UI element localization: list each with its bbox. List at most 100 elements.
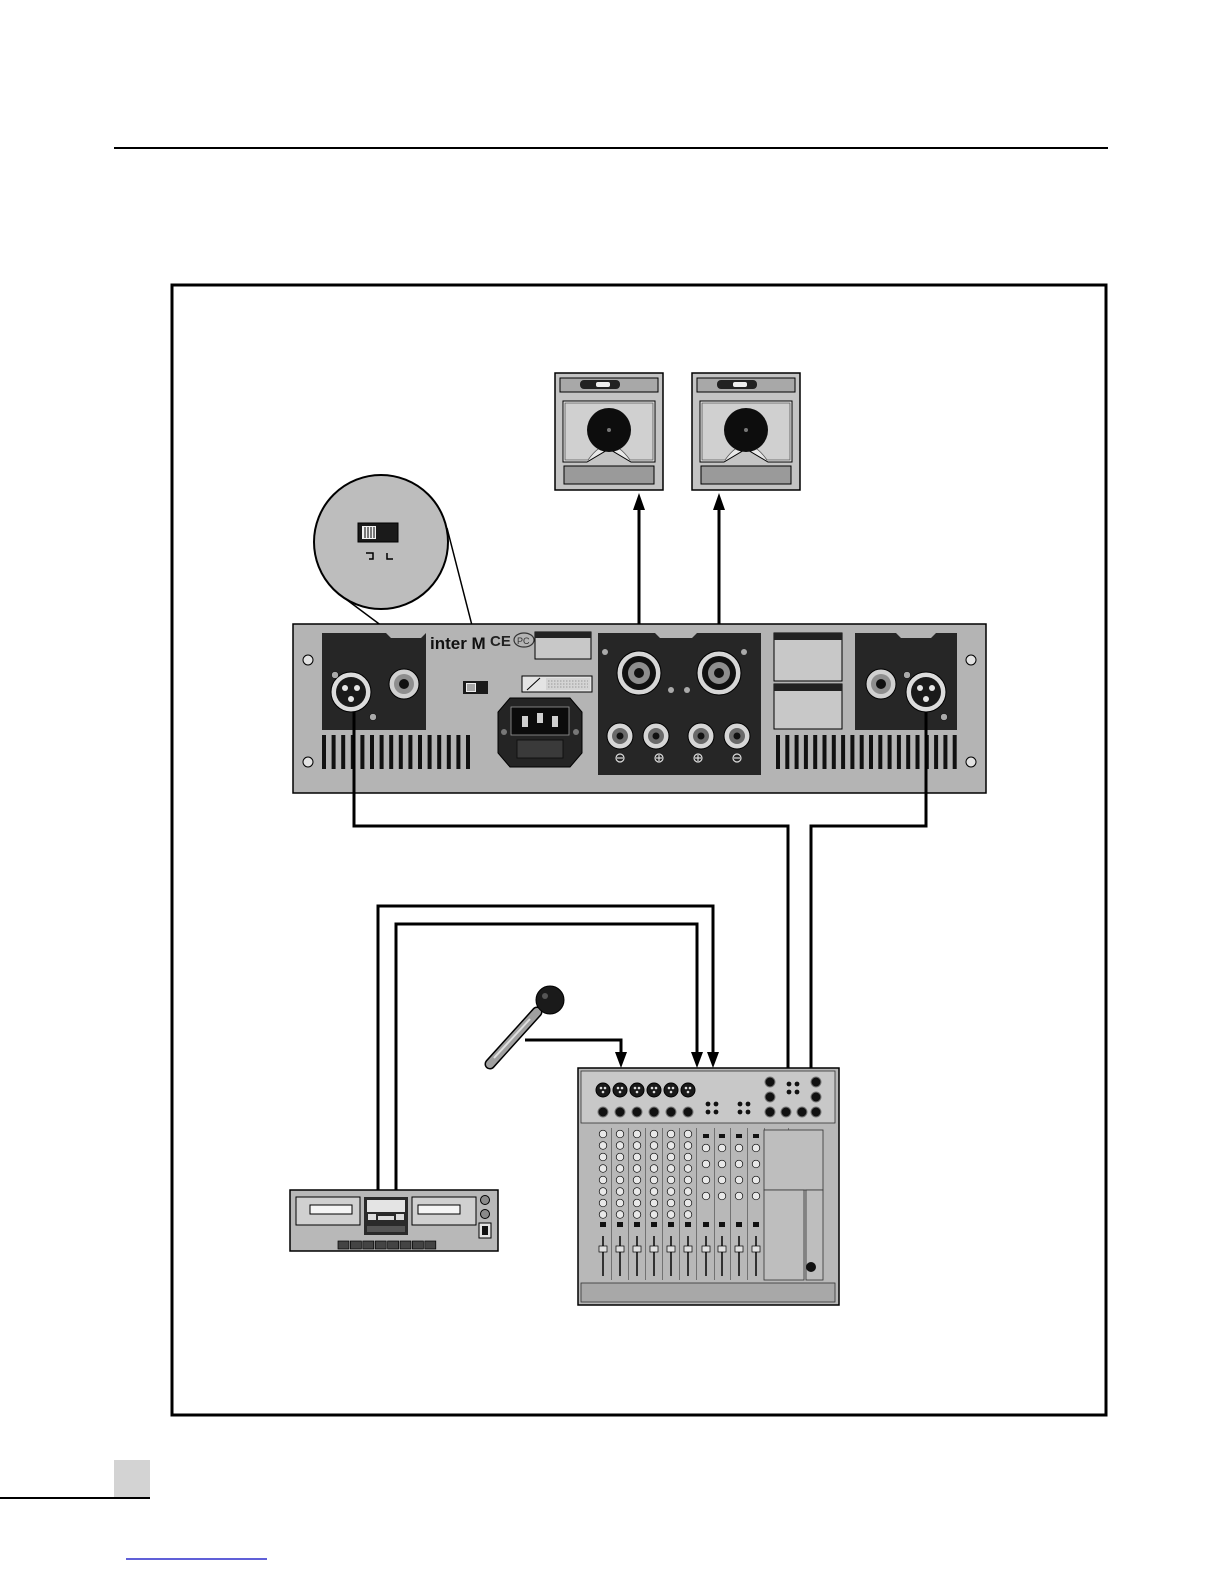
mixer-knob xyxy=(684,1130,692,1138)
mixer-stereo-jack xyxy=(787,1082,792,1087)
mixer-stereo-jack xyxy=(706,1110,711,1115)
deck-button xyxy=(400,1241,411,1249)
mixer-knob xyxy=(616,1153,624,1161)
mixer-knob xyxy=(735,1160,743,1168)
mixer-fader-slot xyxy=(705,1236,707,1276)
mixer-fader-slot xyxy=(687,1236,689,1276)
mixer-knob xyxy=(667,1188,675,1196)
mixer-xlr-pin xyxy=(655,1087,658,1090)
mixer-knob xyxy=(667,1165,675,1173)
vent-slot xyxy=(428,735,432,769)
mixer-stereo-jack xyxy=(738,1110,743,1115)
mixer-knob xyxy=(667,1153,675,1161)
mixer-xlr-pin xyxy=(634,1087,637,1090)
ce-mark: CE xyxy=(490,633,511,650)
mixer-fader-slot xyxy=(619,1236,621,1276)
mixer-knob xyxy=(650,1153,658,1161)
deck-button xyxy=(388,1241,399,1249)
mixer-stereo-jack xyxy=(706,1102,711,1107)
mixer-knob xyxy=(633,1130,641,1138)
ground-lift-switch xyxy=(463,681,488,694)
speaker-left xyxy=(555,373,663,490)
mixer-xlr-pin xyxy=(651,1087,654,1090)
mixer-knob xyxy=(616,1211,624,1219)
mixer-knob xyxy=(599,1130,607,1138)
cassette-deck xyxy=(290,1190,498,1251)
mixer-stereo-jack xyxy=(714,1110,719,1115)
mixer-master-jack xyxy=(765,1107,775,1117)
mixer-stereo-jack xyxy=(714,1102,719,1107)
mixer-stereo-jack xyxy=(795,1090,800,1095)
mixer-knob xyxy=(650,1176,658,1184)
mixer-knob xyxy=(752,1176,760,1184)
mixer-knob xyxy=(599,1165,607,1173)
mixer-knob xyxy=(718,1192,726,1200)
mixer-line-jack xyxy=(632,1107,642,1117)
mixer-xlr-pin xyxy=(670,1091,673,1094)
mixer-mute-button xyxy=(753,1222,759,1227)
mixer-xlr-pin xyxy=(685,1087,688,1090)
mixer-fader-slot xyxy=(636,1236,638,1276)
amplifier-rear-panel: inter M CE PC xyxy=(293,624,986,793)
deck-button xyxy=(363,1241,374,1249)
vent-slot xyxy=(322,735,326,769)
mixer-knob xyxy=(735,1144,743,1152)
voltage-selector-plate xyxy=(522,676,592,692)
jack-input-left xyxy=(389,669,419,699)
spec-label-plates xyxy=(774,633,842,729)
mixer-fader-cap xyxy=(599,1246,607,1252)
mixer-knob xyxy=(633,1176,641,1184)
mixer-knob xyxy=(616,1176,624,1184)
mixer-knob xyxy=(735,1176,743,1184)
mixer-knob xyxy=(718,1176,726,1184)
mixer-knob xyxy=(633,1165,641,1173)
mixer-xlr-input xyxy=(647,1083,661,1097)
mixer-master-section xyxy=(764,1130,823,1280)
mixer-knob xyxy=(650,1142,658,1150)
mixer-knob xyxy=(718,1144,726,1152)
deck-button xyxy=(425,1241,436,1249)
mixer-fader-cap xyxy=(633,1246,641,1252)
mixer-xlr-pin xyxy=(638,1087,641,1090)
mixer-xlr-input xyxy=(664,1083,678,1097)
mixer-knob xyxy=(650,1130,658,1138)
microphone xyxy=(490,986,564,1064)
mixer-stereo-jack xyxy=(787,1090,792,1095)
cable-mic-to-mixer xyxy=(525,1040,621,1055)
vent-slot xyxy=(776,735,780,769)
vent-slot xyxy=(389,735,393,769)
mixer-fader-slot xyxy=(738,1236,740,1276)
mixer-fader-cap xyxy=(752,1246,760,1252)
deck-button xyxy=(412,1241,423,1249)
vent-slot xyxy=(934,735,938,769)
mixer-knob xyxy=(684,1153,692,1161)
mixer-stereo-jack xyxy=(795,1082,800,1087)
mixer-knob xyxy=(752,1160,760,1168)
brand-logo: inter M xyxy=(430,634,486,653)
vent-slot xyxy=(888,735,892,769)
mixer-knob xyxy=(667,1199,675,1207)
input-block-right xyxy=(855,633,957,730)
mixer-knob xyxy=(650,1199,658,1207)
mixer-knob xyxy=(718,1160,726,1168)
vent-slot xyxy=(850,735,854,769)
mixer-master-jack xyxy=(797,1107,807,1117)
mixer-xlr-input xyxy=(681,1083,695,1097)
mixer xyxy=(578,1068,839,1305)
mixer-xlr-pin xyxy=(668,1087,671,1090)
mixer-fader-slot xyxy=(653,1236,655,1276)
mixer-xlr-pin xyxy=(619,1091,622,1094)
mixer-mute-button xyxy=(600,1222,606,1227)
vent-slot xyxy=(804,735,808,769)
mixer-mute-button xyxy=(668,1222,674,1227)
mixer-knob xyxy=(616,1142,624,1150)
mixer-knob xyxy=(650,1211,658,1219)
mixer-knob xyxy=(599,1188,607,1196)
mixer-knob xyxy=(633,1188,641,1196)
page-number-tab xyxy=(114,1460,150,1498)
mixer-knob xyxy=(702,1192,710,1200)
vent-slot xyxy=(447,735,451,769)
mixer-master-jack xyxy=(765,1077,775,1087)
mixer-knob xyxy=(702,1160,710,1168)
mixer-knob xyxy=(616,1130,624,1138)
